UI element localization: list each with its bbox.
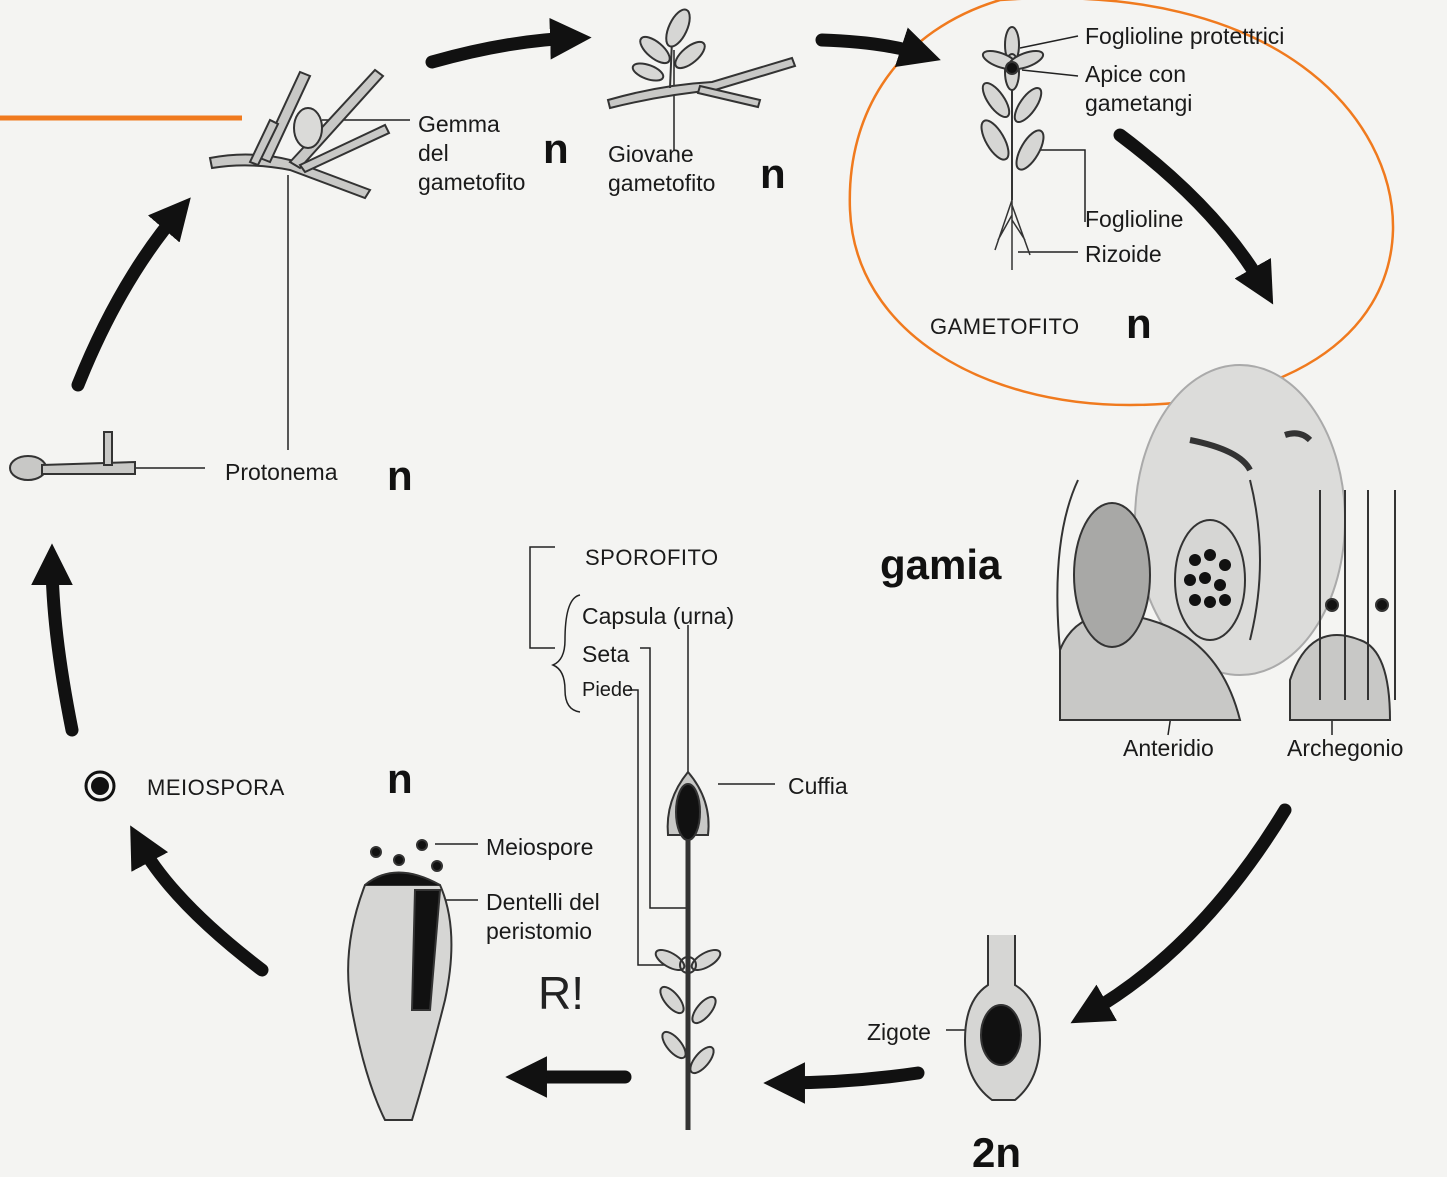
arrow-giovane-to-gametofito <box>822 40 925 55</box>
arrow-zigote-to-sporofito <box>780 1073 918 1083</box>
arrow-meiospora-to-protonema <box>52 560 72 730</box>
foglioline-label: Foglioline <box>1085 205 1183 234</box>
meiospore-label: Meiospore <box>486 833 593 862</box>
sporofito-illustration <box>653 772 724 1130</box>
anteridio-label: Anteridio <box>1123 734 1214 763</box>
meiospora-icon <box>86 772 114 800</box>
capsula-illustration <box>348 840 451 1120</box>
protonema-label: Protonema <box>225 458 338 487</box>
gametofito-label: GAMETOFITO <box>930 312 1080 341</box>
sporofito-label: SPOROFITO <box>585 543 719 572</box>
arrow-capsula-to-meiospora <box>138 840 262 970</box>
meiospora-label: MEIOSPORA <box>147 773 285 802</box>
ploidy-n-gametofito: n <box>1126 302 1152 346</box>
protonema-with-gemma <box>210 70 389 198</box>
seta-label: Seta <box>582 640 629 669</box>
ploidy-n-protonema: n <box>387 454 413 498</box>
arrow-protonema-to-gemma <box>78 210 180 385</box>
giovane-gametofito-illustration <box>608 6 795 108</box>
arrow-gamia-to-zigote <box>1085 810 1285 1015</box>
ploidy-n-meiospora: n <box>387 757 413 801</box>
archegonio-label: Archegonio <box>1287 734 1403 763</box>
ploidy-2n: 2n <box>972 1130 1021 1176</box>
ploidy-n-gemma: n <box>543 127 569 171</box>
arrow-gemma-to-giovane <box>432 38 575 62</box>
zigote-label: Zigote <box>867 1018 931 1047</box>
ploidy-n-giovane: n <box>760 152 786 196</box>
zigote-illustration <box>965 935 1040 1100</box>
r-mark: R! <box>538 968 584 1018</box>
rizoide-label: Rizoide <box>1085 240 1162 269</box>
foglioline-protettrici-label: Foglioline protettrici <box>1085 22 1284 51</box>
capsula-label: Capsula (urna) <box>582 602 734 631</box>
cuffia-label: Cuffia <box>788 772 848 801</box>
piede-label: Piede <box>582 676 633 705</box>
gamia-illustration <box>1057 365 1395 720</box>
protonema-illustration <box>10 432 135 480</box>
gamia-label: gamia <box>880 542 1001 588</box>
gametofito-illustration <box>976 27 1049 270</box>
